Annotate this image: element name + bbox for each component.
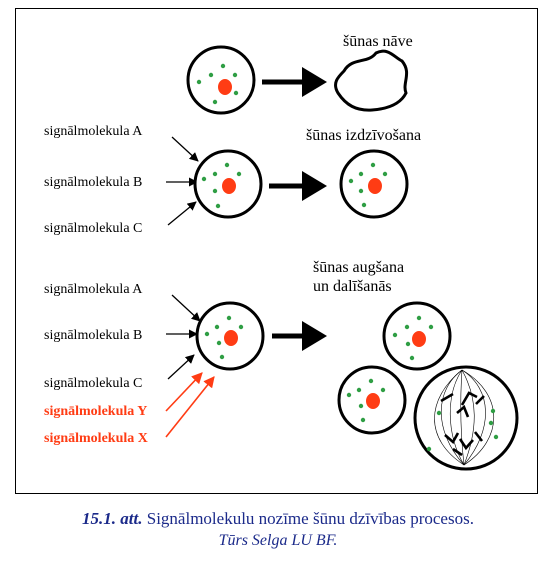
dead-cell xyxy=(334,49,409,112)
growing-cell-left xyxy=(337,365,407,435)
row2-arrow xyxy=(269,171,327,201)
row1-arrow xyxy=(262,67,327,97)
row2-signal-c: signālmolekula C xyxy=(44,221,142,236)
figure-frame: šūnas nāve signālmolekula A signālmoleku… xyxy=(15,8,538,494)
row3-outcome-line1: šūnas augšana xyxy=(313,259,404,276)
row2-outcome: šūnas izdzīvošana xyxy=(306,127,421,144)
row3-arrow xyxy=(272,321,327,351)
granules xyxy=(196,63,239,105)
row3-signal-x: signālmolekula X xyxy=(44,431,148,446)
cell-signaling-diagram: šūnas nāve signālmolekula A signālmoleku… xyxy=(44,33,519,471)
dividing-cell xyxy=(413,365,519,471)
row1-outcome: šūnas nāve xyxy=(343,33,413,50)
nucleus xyxy=(368,178,382,194)
row2-cell xyxy=(193,149,263,219)
caption-number: 15.1. att. xyxy=(82,509,143,528)
surviving-cell xyxy=(339,149,409,219)
row3-extra-signal-arrows xyxy=(165,372,215,438)
nucleus xyxy=(224,330,238,346)
nucleus xyxy=(218,79,232,95)
granules xyxy=(426,408,499,452)
granules xyxy=(204,315,244,360)
chromosomes xyxy=(440,391,485,457)
row3-signal-arrows xyxy=(166,294,201,380)
row3-cell xyxy=(195,301,265,371)
nucleus xyxy=(366,393,380,409)
caption-credit: Tūrs Selga LU BF. xyxy=(218,532,338,549)
row2-signal-arrows xyxy=(166,136,199,226)
row3-signal-c: signālmolekula C xyxy=(44,376,142,391)
row2-signal-b: signālmolekula B xyxy=(44,175,142,190)
row3-signal-y: signālmolekula Y xyxy=(44,404,147,419)
row3-signal-b: signālmolekula B xyxy=(44,328,142,343)
row3-signal-a: signālmolekula A xyxy=(44,282,143,297)
mitotic-spindle xyxy=(434,369,495,466)
figure-caption: 15.1. att. Signālmolekulu nozīme šūnu dz… xyxy=(0,508,556,552)
nucleus xyxy=(412,331,426,347)
row3-outcome-line2: un dalīšanās xyxy=(313,278,392,295)
granules xyxy=(346,378,386,423)
row1-cell xyxy=(186,45,256,115)
granules xyxy=(201,162,242,209)
granules xyxy=(348,162,388,208)
growing-cell-top xyxy=(382,301,452,371)
caption-text: Signālmolekulu nozīme šūnu dzīvības proc… xyxy=(146,509,474,528)
granules xyxy=(392,315,434,361)
nucleus xyxy=(222,178,236,194)
row2-signal-a: signālmolekula A xyxy=(44,124,143,139)
